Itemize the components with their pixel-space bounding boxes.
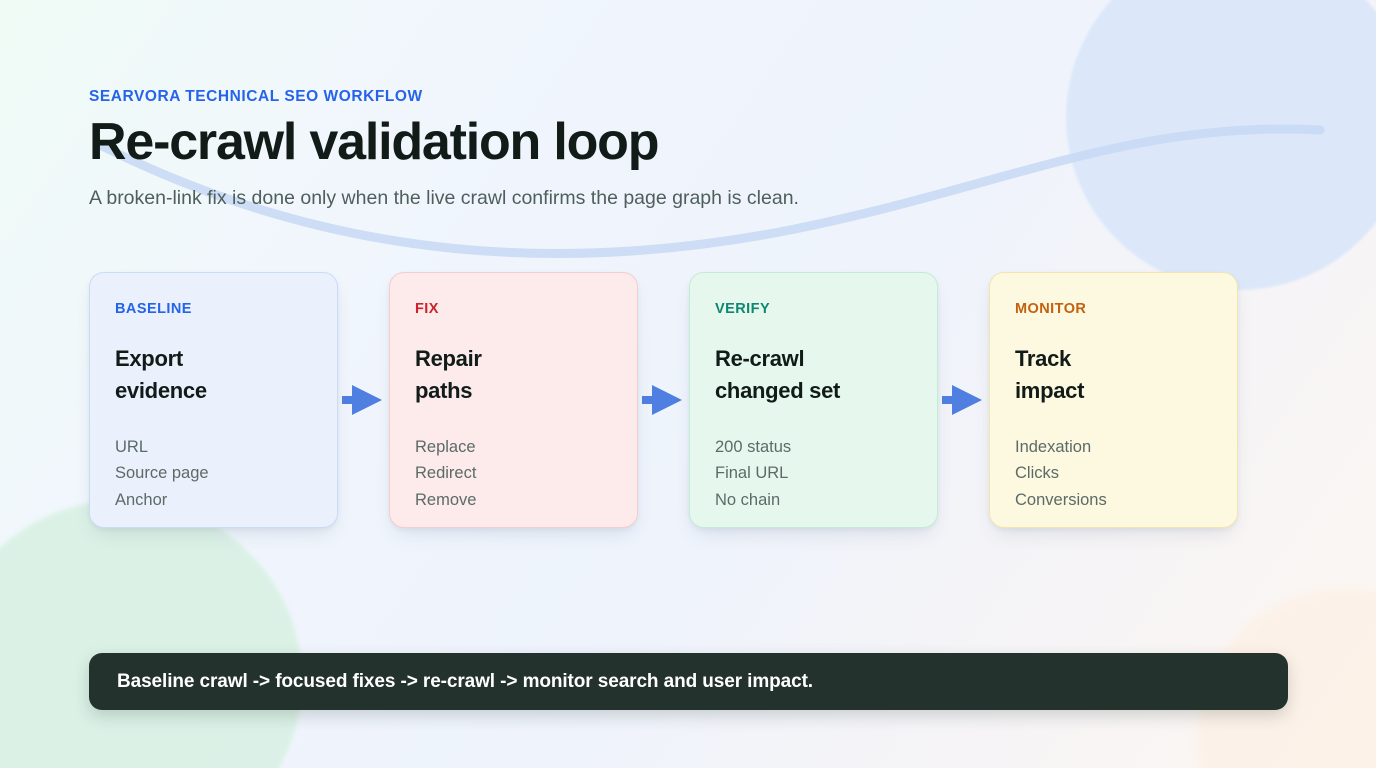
step-eyebrow: BASELINE xyxy=(115,301,192,317)
step-bullet-item: Redirect xyxy=(415,464,477,483)
arrow-baseline-to-fix xyxy=(338,272,389,528)
step-bullet-item: Source page xyxy=(115,464,209,483)
step-title: Re-crawl changed set xyxy=(715,346,841,403)
arrow-fix-to-verify xyxy=(638,272,689,528)
decorative-swoosh-curve xyxy=(95,124,1325,259)
step-bullet-item: URL xyxy=(115,437,149,456)
step-title: Track impact xyxy=(1015,346,1085,403)
step-bullet-item: Remove xyxy=(415,490,477,509)
arrow-verify-to-monitor xyxy=(938,272,989,528)
page-title: Re-crawl validation loop xyxy=(89,113,660,171)
kicker-label: SEARVORA TECHNICAL SEO WORKFLOW xyxy=(89,88,423,105)
step-bullet-item: Conversions xyxy=(1015,490,1107,509)
step-eyebrow: MONITOR xyxy=(1015,301,1087,317)
summary-banner: Baseline crawl -> focused fixes -> re-cr… xyxy=(89,653,1288,710)
step-title: Repair paths xyxy=(415,346,482,403)
page-subtitle: A broken-link fix is done only when the … xyxy=(89,187,799,210)
step-bullet-item: Replace xyxy=(415,437,476,456)
step-bullet-item: 200 status xyxy=(715,437,792,456)
step-bullet-item: Indexation xyxy=(1015,437,1092,456)
step-bullet-item: Anchor xyxy=(115,490,168,509)
arrow-right-icon xyxy=(641,385,682,415)
step-bullet-item: Final URL xyxy=(715,464,789,483)
step-eyebrow: FIX xyxy=(415,301,439,317)
arrow-right-icon xyxy=(941,385,982,415)
arrow-right-icon xyxy=(341,385,382,415)
step-eyebrow: VERIFY xyxy=(715,301,771,317)
page-header: SEARVORA TECHNICAL SEO WORKFLOW Re-crawl… xyxy=(89,88,799,210)
step-title: Export evidence xyxy=(115,346,207,403)
step-bullet-item: Clicks xyxy=(1015,464,1059,483)
summary-banner-text: Baseline crawl -> focused fixes -> re-cr… xyxy=(117,670,813,692)
step-bullet-item: No chain xyxy=(715,490,781,509)
